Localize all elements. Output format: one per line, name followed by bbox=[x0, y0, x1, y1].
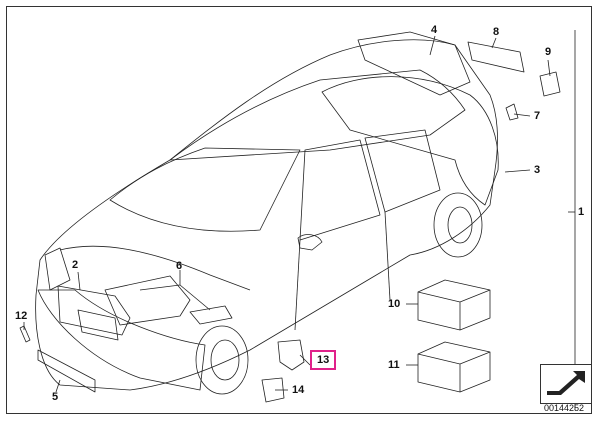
callout-5[interactable]: 5 bbox=[52, 391, 59, 403]
document-number: 00144252 bbox=[544, 403, 585, 413]
small-cap-part bbox=[539, 71, 561, 97]
small-bolt-part bbox=[19, 325, 31, 343]
callout-4[interactable]: 4 bbox=[431, 24, 438, 36]
rear-trim-part bbox=[467, 41, 525, 73]
callout-9[interactable]: 9 bbox=[545, 46, 552, 58]
callout-6[interactable]: 6 bbox=[176, 260, 183, 272]
callout-8[interactable]: 8 bbox=[493, 26, 500, 38]
front-wheel-hub bbox=[210, 339, 240, 381]
callout-10[interactable]: 10 bbox=[388, 298, 401, 310]
clip-part bbox=[505, 103, 519, 121]
windshield bbox=[109, 147, 301, 232]
door-line bbox=[294, 239, 301, 331]
speaker-part bbox=[261, 377, 285, 403]
front-lip-part bbox=[57, 285, 131, 336]
box-11 bbox=[417, 341, 491, 393]
arrow-icon bbox=[547, 371, 585, 395]
box-10 bbox=[417, 279, 491, 331]
rear-wheel bbox=[433, 192, 483, 258]
callout-1[interactable]: 1 bbox=[578, 206, 585, 218]
callout-3[interactable]: 3 bbox=[534, 164, 541, 176]
rear-wheel-hub bbox=[447, 206, 473, 244]
rear-window bbox=[364, 129, 441, 213]
roof-spoiler-part bbox=[357, 31, 471, 96]
document-reference-box bbox=[540, 364, 592, 404]
air-duct-small bbox=[189, 305, 233, 325]
callout-2[interactable]: 2 bbox=[72, 259, 79, 271]
callout-11[interactable]: 11 bbox=[388, 359, 400, 371]
hood-line bbox=[59, 245, 251, 291]
side-mirror bbox=[297, 234, 323, 251]
side-window bbox=[299, 139, 381, 241]
diagram-frame bbox=[6, 6, 592, 414]
door-line-rear bbox=[384, 211, 391, 301]
callout-13-highlighted[interactable]: 13 bbox=[310, 350, 337, 370]
rear-bumper-part bbox=[321, 76, 499, 206]
callout-12[interactable]: 12 bbox=[15, 310, 28, 322]
air-duct-part bbox=[104, 275, 191, 326]
front-splitter-part bbox=[37, 349, 96, 393]
grille bbox=[77, 309, 119, 341]
car-roof bbox=[169, 69, 466, 161]
callout-7[interactable]: 7 bbox=[534, 110, 541, 122]
headlight-left bbox=[44, 247, 71, 291]
front-wheel bbox=[195, 325, 249, 395]
bracket-part bbox=[277, 339, 305, 371]
front-bumper bbox=[37, 289, 206, 391]
callout-14[interactable]: 14 bbox=[292, 384, 305, 396]
